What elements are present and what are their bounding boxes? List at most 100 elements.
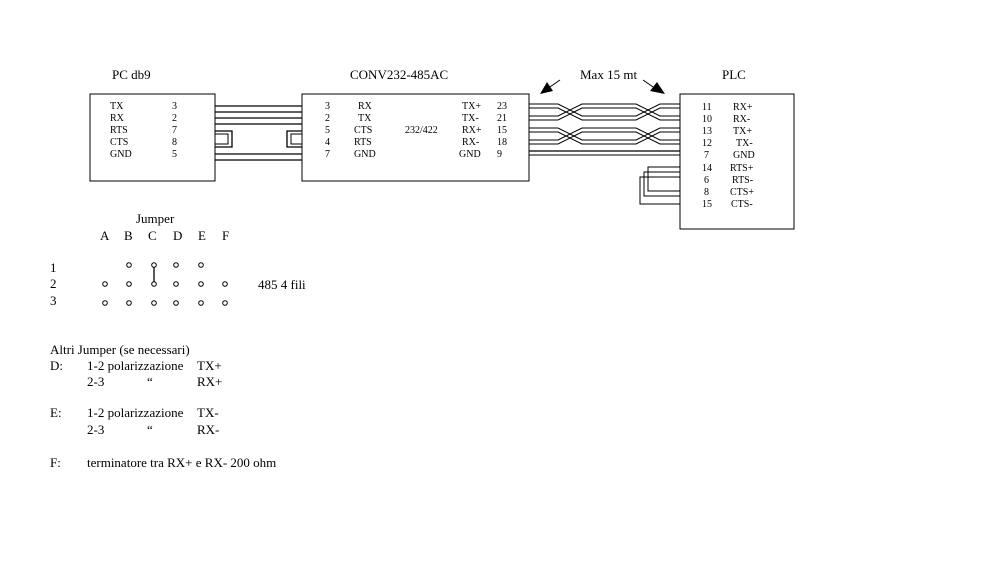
jumper-col-f: F (222, 228, 229, 243)
note-e-key: E: (50, 405, 62, 420)
note-e-line1: 1-2 polarizzazione (87, 405, 184, 420)
note-d-line2-ditto: “ (147, 374, 153, 389)
jumper-pin (222, 300, 228, 306)
conv-left-pin-1: 2 (325, 113, 330, 124)
pc-title: PC db9 (112, 67, 151, 82)
jumper-pin (198, 262, 204, 268)
pc-rows: TX 3 RX 2 RTS 7 CTS 8 GND 5 (110, 101, 177, 160)
pc-pin-4: 5 (172, 149, 177, 160)
jumper-mode-label: 485 4 fili (258, 277, 306, 292)
jumper-title: Jumper (136, 211, 175, 226)
jumper-col-d: D (173, 228, 182, 243)
jumper-pin (102, 300, 108, 306)
conv-right-label-3: RX- (462, 137, 479, 148)
conv-left-pin-0: 3 (325, 101, 330, 112)
plc-label-5: RTS+ (730, 163, 754, 174)
note-d-key: D: (50, 358, 63, 373)
note-e-line2: 2-3 (87, 422, 105, 437)
pc-label-1: RX (110, 113, 125, 124)
jumper-row-1: 1 (50, 260, 57, 275)
note-e-line2-value: RX- (197, 422, 220, 437)
plc-pin-8: 15 (702, 199, 712, 210)
conv-left-pin-2: 5 (325, 125, 330, 136)
jumper-pins (102, 262, 228, 306)
plc-pin-5: 14 (702, 163, 712, 174)
note-d-line2-value: RX+ (197, 374, 223, 389)
conv-right-label-4: GND (459, 149, 481, 160)
jumper-pin (126, 300, 132, 306)
note-f-key: F: (50, 455, 61, 470)
conv-rts-cts-loop (286, 130, 302, 148)
jumper-pin (222, 281, 228, 287)
plc-label-4: GND (733, 150, 755, 161)
jumper-pin (102, 281, 108, 287)
conv-rts-cts-loop-inner (290, 133, 302, 145)
conv-title: CONV232-485AC (350, 67, 448, 82)
jumper-col-c: C (148, 228, 157, 243)
max-length-arrow-right (642, 79, 665, 94)
plc-pin-2: 13 (702, 126, 712, 137)
jumper-pin (151, 262, 157, 268)
plc-box (679, 93, 795, 230)
conv-left-label-0: RX (358, 101, 373, 112)
plc-label-1: RX- (733, 114, 750, 125)
plc-rts-cts-loop-1 (647, 166, 680, 192)
plc-title: PLC (722, 67, 746, 82)
conv-mode-label: 232/422 (405, 125, 438, 136)
plc-rts-cts-loop-2 (639, 176, 680, 205)
plc-pin-0: 11 (702, 102, 712, 113)
plc-label-6: RTS- (732, 175, 753, 186)
jumper-row-2: 2 (50, 276, 57, 291)
plc-pin-1: 10 (702, 114, 712, 125)
note-d-line2: 2-3 (87, 374, 105, 389)
plc-pin-4: 7 (704, 150, 709, 161)
pc-conv-data-wires (215, 105, 302, 161)
note-f-text: terminatore tra RX+ e RX- 200 ohm (87, 455, 277, 470)
conv-right-label-2: RX+ (462, 125, 482, 136)
conv-left-rows: 3 RX 2 TX 5 CTS 4 RTS 7 GND (325, 101, 376, 160)
plc-label-3: TX- (736, 138, 753, 149)
note-e-line2-ditto: “ (147, 422, 153, 437)
jumper-row-3: 3 (50, 293, 57, 308)
jumper-pin (151, 300, 157, 306)
jumper-pin (151, 281, 157, 287)
pc-label-3: CTS (110, 137, 128, 148)
plc-rts-cts-loop-3 (643, 171, 680, 197)
pc-label-4: GND (110, 149, 132, 160)
conv-right-label-0: TX+ (462, 101, 481, 112)
pc-pin-2: 7 (172, 125, 177, 136)
plc-pin-3: 12 (702, 138, 712, 149)
plc-label-2: TX+ (733, 126, 752, 137)
conv-left-label-2: CTS (354, 125, 372, 136)
jumper-pin (126, 262, 132, 268)
pc-label-2: RTS (110, 125, 128, 136)
pc-rts-cts-loop (215, 130, 233, 148)
max-length-arrow-left (540, 79, 561, 94)
conv-right-pin-1: 21 (497, 113, 507, 124)
conv-left-pin-3: 4 (325, 137, 330, 148)
conv-right-rows: TX+ 23 TX- 21 RX+ 15 RX- 18 GND 9 (459, 101, 507, 160)
conv-right-pin-2: 15 (497, 125, 507, 136)
conv-right-pin-3: 18 (497, 137, 507, 148)
jumper-pin (126, 281, 132, 287)
pc-label-0: TX (110, 101, 124, 112)
plc-pin-7: 8 (704, 187, 709, 198)
conv-box (301, 93, 530, 182)
jumper-pin (198, 281, 204, 287)
jumper-col-b: B (124, 228, 133, 243)
conv-left-pin-4: 7 (325, 149, 330, 160)
conv-left-label-1: TX (358, 113, 372, 124)
max-length-label: Max 15 mt (580, 67, 637, 82)
plc-label-0: RX+ (733, 102, 753, 113)
jumper-col-e: E (198, 228, 206, 243)
plc-label-7: CTS+ (730, 187, 754, 198)
note-e-line1-value: TX- (197, 405, 219, 420)
conv-right-label-1: TX- (462, 113, 479, 124)
jumper-pin (173, 262, 179, 268)
jumper-column-labels: A B C D E F (100, 228, 229, 243)
plc-label-8: CTS- (731, 199, 753, 210)
notes-heading: Altri Jumper (se necessari) (50, 342, 190, 357)
conv-left-label-4: GND (354, 149, 376, 160)
pc-pin-0: 3 (172, 101, 177, 112)
